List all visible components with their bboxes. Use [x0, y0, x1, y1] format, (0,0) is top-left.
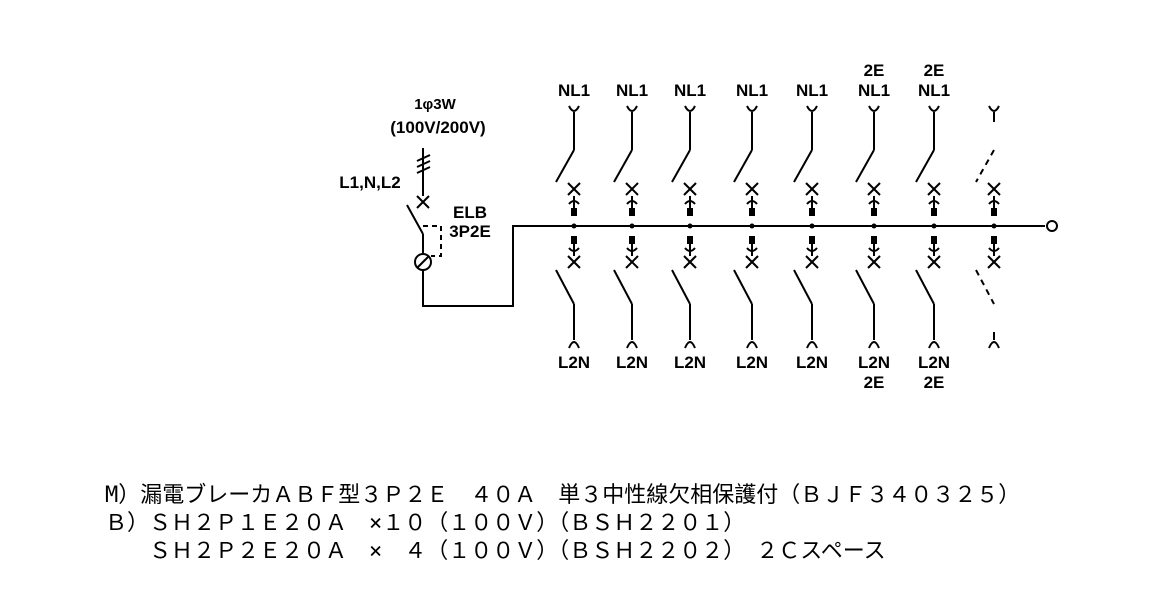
branch-space [975, 105, 1001, 349]
contact-block [931, 208, 937, 216]
terminal-hook [806, 341, 818, 349]
contact-block [749, 208, 755, 216]
branch-bottom-label: L2N [674, 353, 706, 372]
bus-junction-dot [687, 223, 693, 229]
terminal-hook [746, 105, 758, 112]
breaker-blade [671, 149, 691, 183]
bus-junction-dot [871, 223, 877, 229]
contact-block [749, 236, 755, 244]
terminal-hook [568, 105, 580, 112]
terminal-hook [626, 341, 638, 349]
branch-bottom-label: L2N [616, 353, 648, 372]
terminal-hook [928, 341, 940, 349]
branch-top-label: NL1 [616, 81, 648, 100]
contact-block [991, 208, 997, 216]
contact-block [931, 236, 937, 244]
terminal-hook [684, 105, 696, 112]
busbar-terminal-circle [1046, 220, 1058, 232]
branch-bottom-label-lower: 2E [864, 373, 885, 392]
breaker-blade [671, 269, 691, 305]
branch-top-label: NL1 [918, 81, 950, 100]
terminal-hook [988, 105, 1000, 112]
spec-line-branch-2e: ＳＨ２Ｐ２Ｅ２０Ａ × ４（１００Ｖ）（ＢＳＨ２２０２） ２Ｃスペース [105, 539, 886, 564]
breaker-blade [733, 269, 753, 305]
branch-bottom-label: L2N [796, 353, 828, 372]
terminal-hook [684, 341, 696, 349]
branch-bottom-label-lower: 2E [924, 373, 945, 392]
breaker-blade [613, 149, 633, 183]
bus-junction-dot [749, 223, 755, 229]
breaker-blade [855, 269, 875, 305]
breaker-blade [975, 149, 995, 183]
branch-top-label: NL1 [796, 81, 828, 100]
spec-line-branch-1e: Ｂ）ＳＨ２Ｐ１Ｅ２０Ａ ×１０（１００Ｖ）（ＢＳＨ２２０１） [105, 511, 745, 536]
branch-top-label-upper: 2E [864, 61, 885, 80]
terminal-hook [868, 105, 880, 112]
supply-lines-label: L1,N,L2 [339, 173, 400, 192]
breaker-blade [793, 269, 813, 305]
branch-breakers: NL1L2NNL1L2NNL1L2NNL1L2NNL1L2N2ENL1L2N2E… [555, 61, 1001, 392]
branch-bottom-label: L2N [558, 353, 590, 372]
bus-junction-dot [571, 223, 577, 229]
contact-block [629, 208, 635, 216]
breaker-blade [555, 269, 575, 305]
terminal-hook [868, 341, 880, 349]
terminal-hook [928, 105, 940, 112]
contact-block [687, 236, 693, 244]
branch-top-label: NL1 [736, 81, 768, 100]
supply-voltage-label: (100V/200V) [390, 118, 485, 137]
bus-junction-dot [629, 223, 635, 229]
terminal-hook [988, 341, 1000, 349]
bus-junction-dot [931, 223, 937, 229]
breaker-blade [555, 149, 575, 183]
contact-block [871, 208, 877, 216]
breaker-blade [793, 149, 813, 183]
contact-block [991, 236, 997, 244]
terminal-hook [746, 341, 758, 349]
breaker-blade [733, 149, 753, 183]
main-breaker-poles-label: 3P2E [449, 222, 491, 241]
bus-junction-dot [809, 223, 815, 229]
breaker-blade [613, 269, 633, 305]
supply-phase-label: 1φ3W [414, 96, 456, 113]
main-breaker-type-label: ELB [453, 203, 487, 222]
branch-top-label: NL1 [674, 81, 706, 100]
contact-block [871, 236, 877, 244]
contact-block [571, 208, 577, 216]
branch-bottom-label: L2N [858, 353, 890, 372]
terminal-hook [626, 105, 638, 112]
contact-block [687, 208, 693, 216]
breaker-blade [855, 149, 875, 183]
breaker-blade [975, 269, 995, 305]
supply-feeder [416, 148, 431, 209]
branch-top-label: NL1 [858, 81, 890, 100]
spec-line-main-breaker: M）漏電ブレーカＡＢＦ型３Ｐ２Ｅ ４０Ａ 単３中性線欠相保護付（ＢＪＦ３４０３２… [105, 483, 1020, 508]
branch-bottom-label: L2N [918, 353, 950, 372]
terminal-hook [806, 105, 818, 112]
contact-block [571, 236, 577, 244]
main-breaker-symbol [406, 204, 1058, 307]
branch-bottom-label: L2N [736, 353, 768, 372]
breaker-blade [915, 149, 935, 183]
breaker-blade [915, 269, 935, 305]
main-breaker-blade [406, 204, 424, 235]
branch-top-label-upper: 2E [924, 61, 945, 80]
branch-top-label: NL1 [558, 81, 590, 100]
contact-block [629, 236, 635, 244]
contact-block [809, 236, 815, 244]
bus-junction-dot [991, 223, 997, 229]
terminal-hook [568, 341, 580, 349]
contact-block [809, 208, 815, 216]
